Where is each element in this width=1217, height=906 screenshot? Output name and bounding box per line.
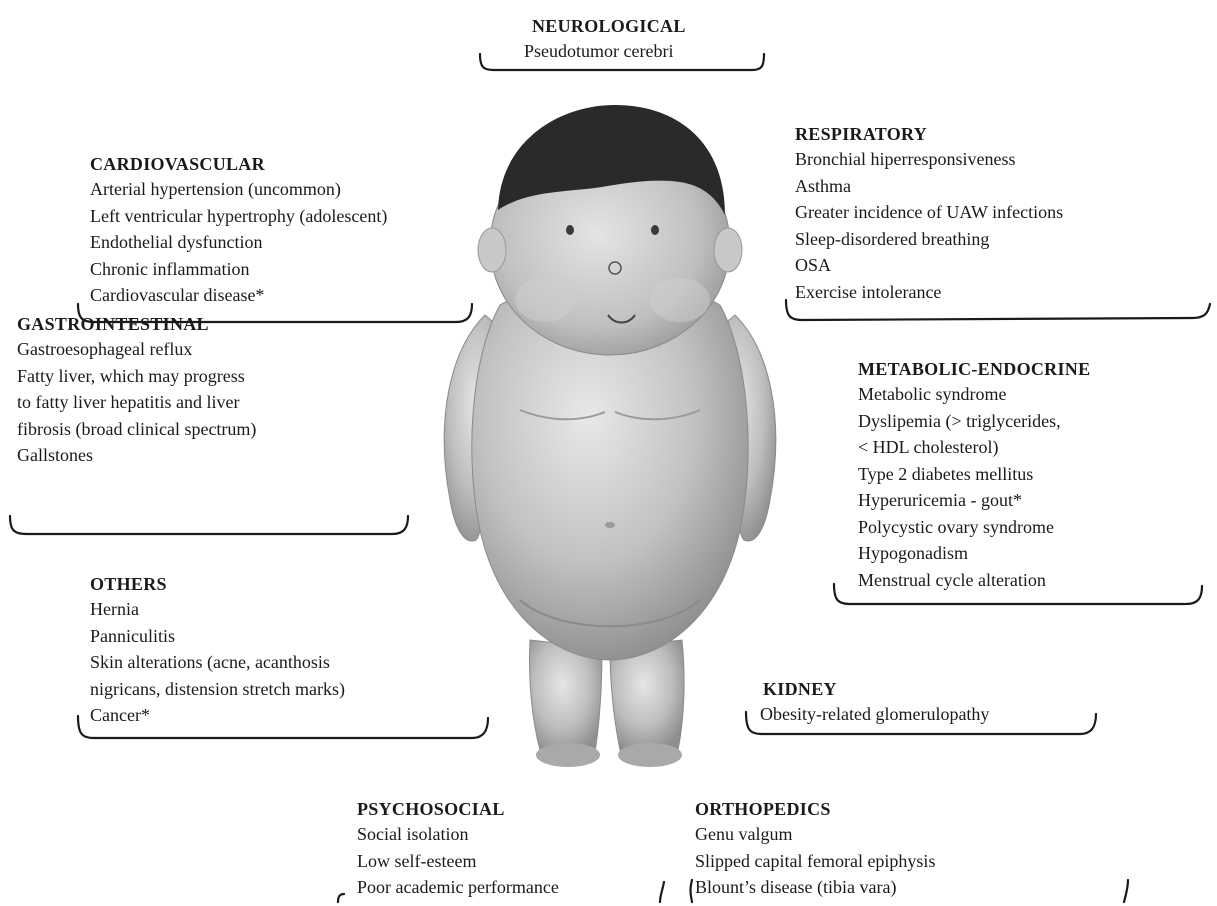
gastrointestinal-item: Fatty liver, which may progress xyxy=(17,363,256,390)
others-item: Skin alterations (acne, acanthosis xyxy=(90,649,345,676)
gastrointestinal-item: Gastroesophageal reflux xyxy=(17,336,256,363)
respiratory-item: OSA xyxy=(795,252,1063,279)
metabolic-item: Hyperuricemia - gout* xyxy=(858,487,1090,514)
respiratory-item: Sleep-disordered breathing xyxy=(795,226,1063,253)
metabolic-item: Hypogonadism xyxy=(858,540,1090,567)
cardiovascular-title: CARDIOVASCULAR xyxy=(90,152,387,176)
kidney-bracket xyxy=(742,710,1100,738)
metabolic-item: Polycystic ovary syndrome xyxy=(858,514,1090,541)
child-figure-illustration xyxy=(410,100,810,770)
cardiovascular-item: Chronic inflammation xyxy=(90,256,387,283)
others-title: OTHERS xyxy=(90,572,345,596)
respiratory-group: RESPIRATORY Bronchial hiperresponsivenes… xyxy=(795,122,1063,305)
metabolic-item: Type 2 diabetes mellitus xyxy=(858,461,1090,488)
cardiovascular-item: Left ventricular hypertrophy (adolescent… xyxy=(90,203,387,230)
metabolic-item: Dyslipemia (> triglycerides, xyxy=(858,408,1090,435)
others-bracket xyxy=(74,714,492,742)
psychosocial-item: Social isolation xyxy=(357,821,559,848)
orthopedics-title: ORTHOPEDICS xyxy=(695,797,935,821)
neurological-group: NEUROLOGICAL xyxy=(532,14,686,38)
cardiovascular-item: Arterial hypertension (uncommon) xyxy=(90,176,387,203)
psychosocial-title: PSYCHOSOCIAL xyxy=(357,797,559,821)
metabolic-group: METABOLIC-ENDOCRINE Metabolic syndrome D… xyxy=(858,357,1090,593)
cardiovascular-group: CARDIOVASCULAR Arterial hypertension (un… xyxy=(90,152,387,309)
cardiovascular-item: Endothelial dysfunction xyxy=(90,229,387,256)
orthopedics-bracket xyxy=(684,866,1134,906)
neurological-bracket xyxy=(476,52,768,74)
others-item: Panniculitis xyxy=(90,623,345,650)
kidney-title: KIDNEY xyxy=(763,677,837,701)
psychosocial-bracket xyxy=(334,872,670,906)
respiratory-bracket xyxy=(782,298,1214,324)
respiratory-item: Asthma xyxy=(795,173,1063,200)
kidney-group: KIDNEY xyxy=(763,677,837,701)
gastrointestinal-group: GASTROINTESTINAL Gastroesophageal reflux… xyxy=(17,312,256,469)
others-group: OTHERS Hernia Panniculitis Skin alterati… xyxy=(90,572,345,729)
metabolic-item: Metabolic syndrome xyxy=(858,381,1090,408)
respiratory-item: Greater incidence of UAW infections xyxy=(795,199,1063,226)
gastrointestinal-bracket xyxy=(6,512,412,538)
gastrointestinal-item: to fatty liver hepatitis and liver xyxy=(17,389,256,416)
gastrointestinal-item: Gallstones xyxy=(17,442,256,469)
neurological-title: NEUROLOGICAL xyxy=(532,14,686,38)
metabolic-bracket xyxy=(830,582,1206,608)
gastrointestinal-item: fibrosis (broad clinical spectrum) xyxy=(17,416,256,443)
others-item: Hernia xyxy=(90,596,345,623)
metabolic-item: < HDL cholesterol) xyxy=(858,434,1090,461)
others-item: nigricans, distension stretch marks) xyxy=(90,676,345,703)
psychosocial-item: Low self-esteem xyxy=(357,848,559,875)
respiratory-title: RESPIRATORY xyxy=(795,122,1063,146)
gastrointestinal-title: GASTROINTESTINAL xyxy=(17,312,256,336)
respiratory-item: Bronchial hiperresponsiveness xyxy=(795,146,1063,173)
orthopedics-item: Genu valgum xyxy=(695,821,935,848)
metabolic-title: METABOLIC-ENDOCRINE xyxy=(858,357,1090,381)
